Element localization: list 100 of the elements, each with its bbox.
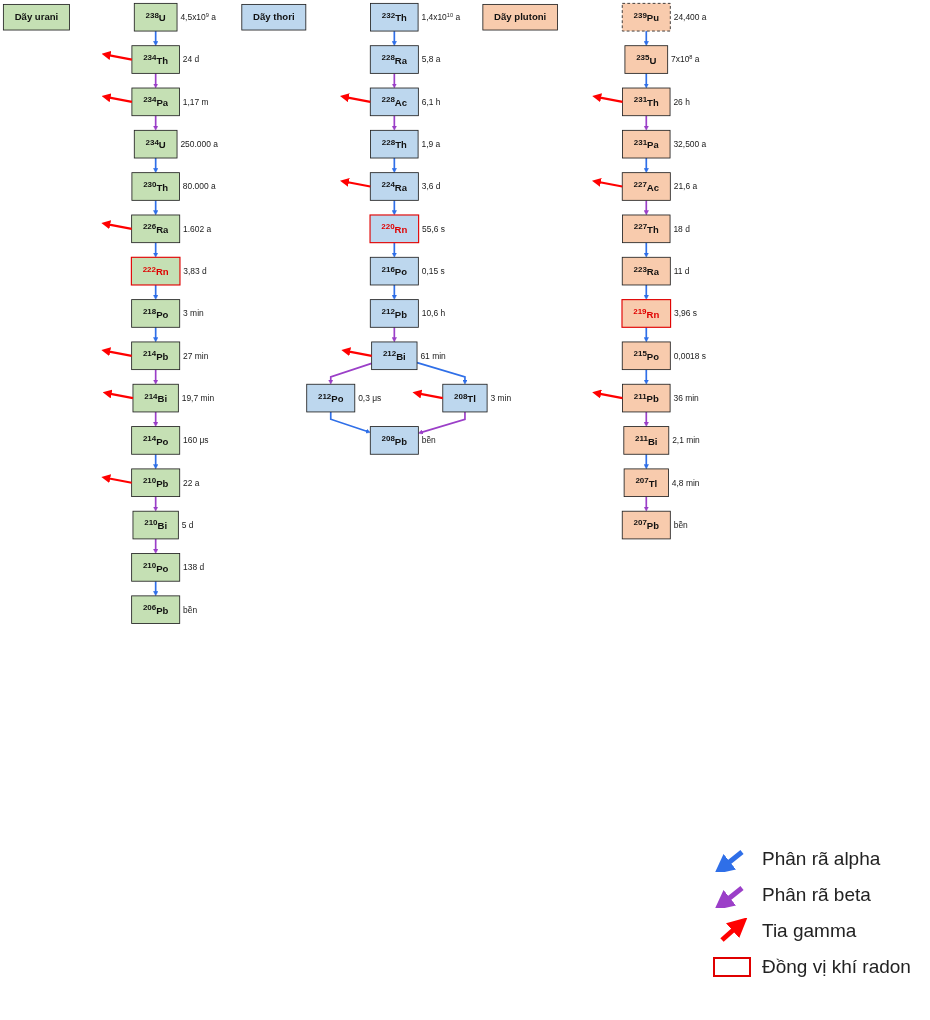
isotope-box: $^{212}$Pb [369, 299, 419, 328]
decay-arrow [418, 411, 466, 435]
decay-arrow [153, 538, 159, 554]
gamma-arrow [102, 389, 134, 400]
half-life-label: 36 min [673, 392, 699, 403]
isotope-box: $^{211}$Pb [622, 383, 671, 413]
decay-arrow [153, 284, 159, 300]
isotope-box: $^{212}$Po [306, 383, 356, 413]
isotope-box: $^{214}$Po [131, 426, 181, 455]
half-life-label: 55,6 s [422, 223, 445, 234]
gamma-arrow [341, 347, 372, 357]
isotope-box: $^{211}$Bi [623, 426, 670, 455]
half-life-label: 80.000 a [182, 181, 216, 192]
half-life-label: 3 min [490, 392, 512, 403]
isotope-box: $^{230}$Th [131, 172, 180, 201]
legend-label: Đồng vị khí radon [762, 956, 911, 978]
decay-arrow [643, 241, 649, 258]
gamma-arrow [101, 220, 132, 230]
half-life-label: 7x10$^{8}$ a [671, 54, 700, 65]
decay-arrow [391, 199, 397, 216]
decay-arrow [391, 30, 397, 46]
half-life-label: 1,4x10$^{10}$ a [421, 12, 461, 23]
decay-arrow [153, 368, 159, 385]
isotope-box: $^{222}$Rn [130, 256, 181, 286]
decay-arrow [153, 30, 159, 46]
half-life-label: 3,6 d [421, 181, 441, 192]
half-life-label: 32,500 a [673, 139, 707, 149]
decay-arrow [643, 72, 649, 89]
decay-arrow [153, 580, 159, 597]
half-life-label: 10,6 h [421, 308, 446, 319]
half-life-label: 3 min [183, 308, 204, 319]
decay-arrow [153, 453, 159, 470]
gamma-arrow [591, 178, 623, 188]
isotope-box: $^{228}$Ac [369, 87, 419, 117]
decay-arrow [391, 284, 397, 300]
half-life-label: 22 a [183, 477, 200, 488]
isotope-box: $^{208}$Pb [369, 426, 419, 455]
isotope-box: $^{234}$Th [131, 45, 180, 74]
gamma-arrow [412, 389, 443, 400]
isotope-box: $^{224}$Ra [369, 172, 419, 201]
half-life-label: 27 min [183, 350, 209, 361]
isotope-box: $^{228}$Th [370, 129, 419, 159]
decay-arrow [153, 157, 159, 173]
half-life-label: 61 min [420, 350, 446, 361]
decay-arrow [153, 495, 159, 512]
gamma-arrow [101, 51, 133, 61]
decay-arrow [153, 72, 159, 89]
decay-arrow [391, 241, 397, 258]
isotope-box: $^{214}$Pb [131, 341, 181, 371]
half-life-label: 0,15 s [421, 265, 445, 276]
decay-arrow [329, 411, 371, 434]
legend-label: Tia gamma [762, 920, 857, 942]
chain-title-box: Dãy thori [241, 4, 307, 31]
half-life-label: 4,5x10$^{9}$ a [180, 12, 216, 23]
isotope-box: $^{220}$Rn [369, 214, 420, 244]
chain-title-box: Dãy plutoni [482, 4, 558, 31]
isotope-box: $^{227}$Th [622, 214, 671, 244]
isotope-box: $^{223}$Ra [621, 256, 671, 286]
isotope-box: $^{206}$Pb [131, 595, 181, 624]
half-life-label: bền [673, 519, 688, 530]
isotope-box: $^{207}$Pb [621, 510, 671, 540]
isotope-box: $^{231}$Pa [622, 129, 671, 159]
isotope-box: $^{238}$U [133, 2, 178, 32]
decay-arrow [643, 284, 649, 300]
isotope-box: $^{228}$Ra [369, 45, 419, 74]
decay-arrow [153, 114, 159, 131]
half-life-label: 1,9 a [421, 139, 441, 149]
isotope-box: $^{208}$Tl [442, 383, 488, 413]
isotope-box: $^{235}$U [624, 45, 669, 74]
half-life-label: bền [183, 604, 198, 615]
decay-arrow [153, 326, 159, 343]
legend-label: Phân rã beta [762, 884, 871, 906]
isotope-box: $^{210}$Bi [132, 510, 179, 540]
half-life-label: 5,8 a [421, 54, 441, 65]
decay-arrow [391, 114, 397, 131]
decay-arrow [643, 453, 649, 470]
decay-arrow [643, 114, 649, 131]
half-life-label: 6,1 h [421, 96, 441, 107]
isotope-box: $^{212}$Bi [371, 341, 418, 371]
gamma-arrow [592, 389, 623, 400]
half-life-label: 138 d [183, 562, 205, 573]
gamma-arrow [101, 474, 132, 484]
isotope-box: $^{231}$Th [622, 87, 671, 117]
half-life-label: 4,8 min [671, 477, 700, 488]
decay-arrow [153, 411, 159, 427]
decay-arrow [153, 241, 159, 258]
decay-arrow [153, 199, 159, 216]
decay-arrow [643, 368, 649, 385]
isotope-box: $^{214}$Bi [132, 383, 179, 413]
isotope-box: $^{219}$Rn [621, 299, 672, 328]
gamma-arrow [340, 178, 371, 188]
gamma-arrow [340, 93, 371, 103]
chain-title-box: Dãy urani [2, 4, 70, 31]
decay-arrow [416, 361, 468, 385]
half-life-label: 0,3 μs [358, 392, 382, 403]
gamma-arrow [592, 93, 623, 103]
half-life-label: 3,96 s [673, 308, 697, 319]
isotope-box: $^{210}$Po [131, 553, 181, 582]
gamma-arrow [101, 347, 132, 357]
isotope-box: $^{227}$Ac [621, 172, 671, 201]
